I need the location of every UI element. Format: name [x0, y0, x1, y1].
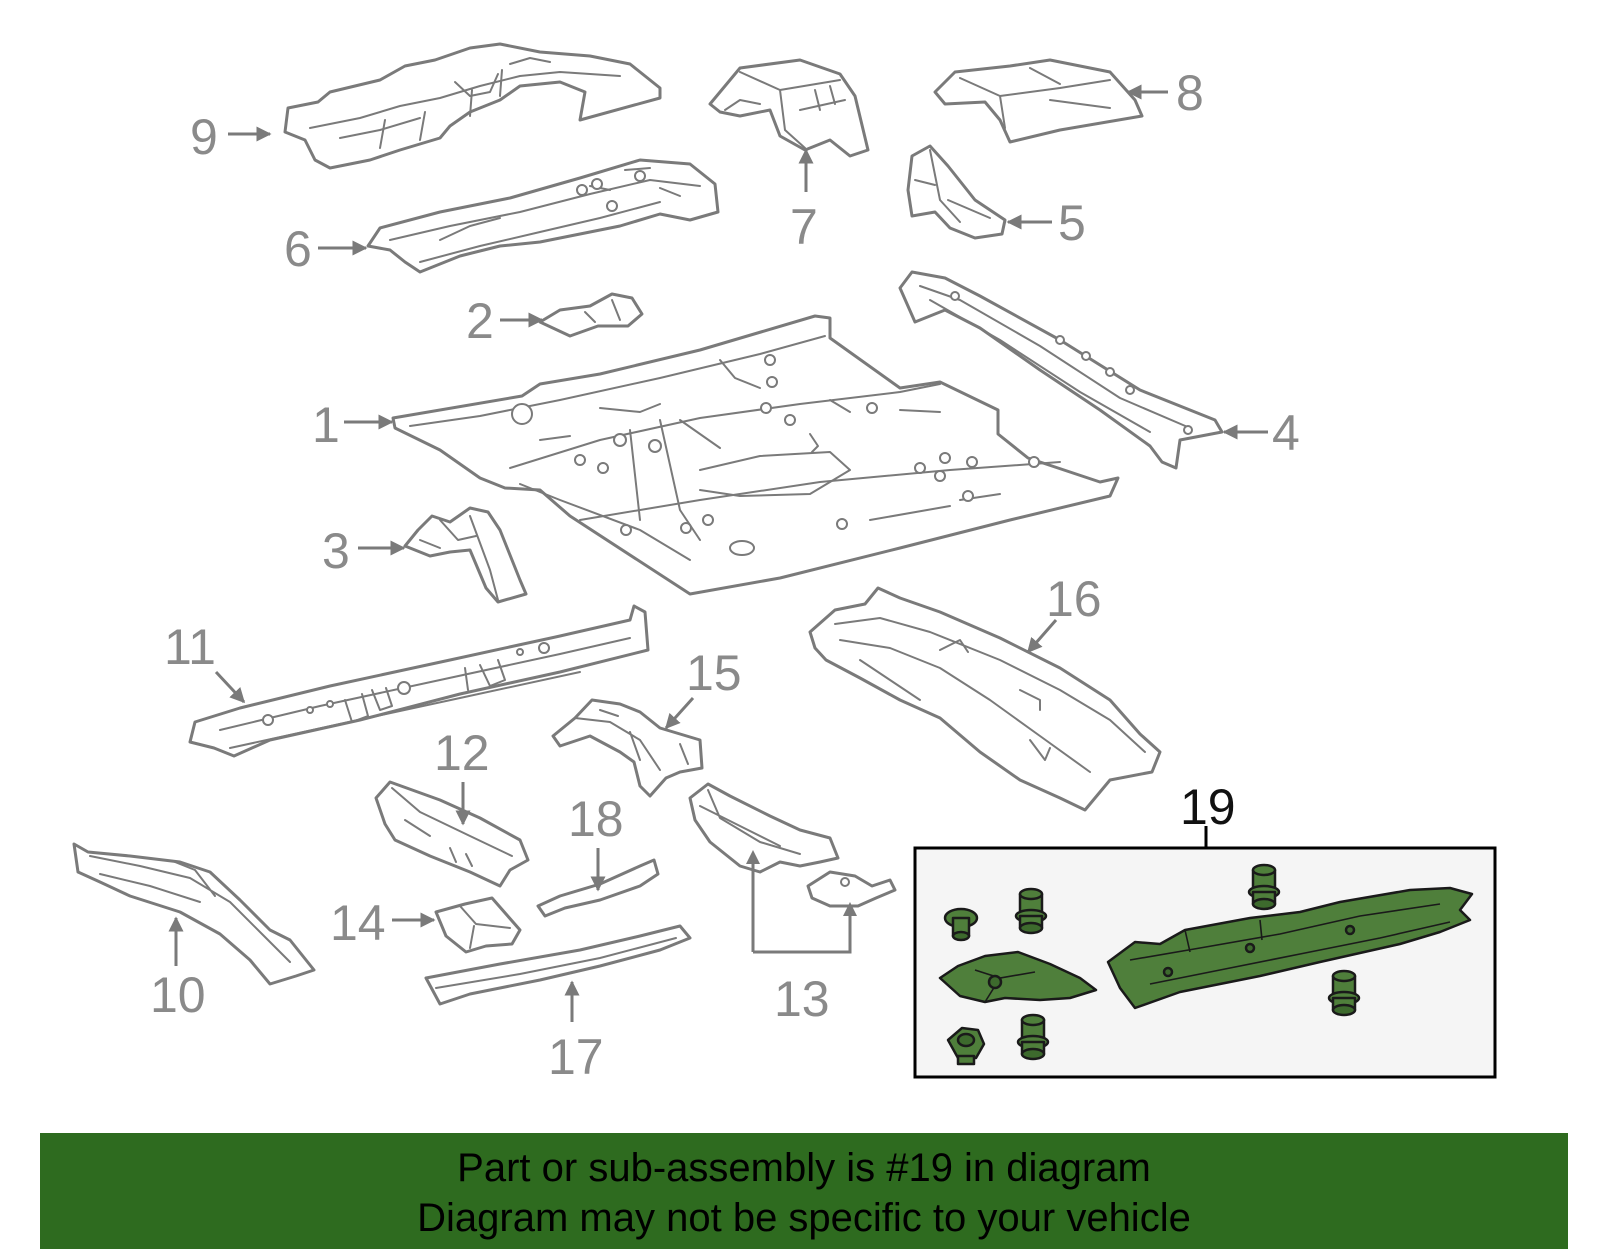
part-6-drawing — [366, 158, 720, 274]
part-8-drawing — [933, 58, 1144, 144]
callout-8: 8 — [1176, 65, 1204, 121]
clip-fastener — [943, 907, 979, 942]
plug-fastener — [1014, 887, 1048, 935]
callout-7: 7 — [790, 199, 818, 255]
callout-11: 11 — [164, 619, 216, 675]
callout-18: 18 — [568, 791, 624, 847]
part-4-drawing — [898, 270, 1224, 470]
part-17-drawing — [424, 924, 692, 1006]
info-banner: Part or sub-assembly is #19 in diagram D… — [40, 1133, 1568, 1249]
part-1-drawing — [391, 314, 1120, 596]
callout-labels: 9 7 8 5 6 2 1 4 3 16 11 15 12 18 14 10 1… — [150, 65, 1300, 1085]
callout-3: 3 — [322, 523, 350, 579]
nut-fastener — [946, 1026, 986, 1066]
callout-15: 15 — [686, 645, 742, 701]
plug-fastener — [1016, 1013, 1050, 1061]
banner-line-2: Diagram may not be specific to your vehi… — [417, 1196, 1191, 1240]
callout-5: 5 — [1058, 195, 1086, 251]
part-5-drawing — [906, 144, 1007, 240]
part-10-drawing — [72, 842, 316, 986]
part-2-drawing — [538, 292, 644, 338]
part-7-drawing — [708, 58, 870, 158]
callout-4: 4 — [1272, 405, 1300, 461]
callout-16: 16 — [1046, 571, 1102, 627]
plug-fastener — [1247, 863, 1281, 911]
part-15-drawing — [551, 698, 704, 798]
part-9-drawing — [283, 42, 662, 170]
callout-13: 13 — [774, 971, 830, 1027]
callout-19: 19 — [1180, 779, 1236, 835]
part-3-drawing — [403, 506, 528, 604]
leader-lines — [168, 84, 1268, 1022]
callout-2: 2 — [466, 293, 494, 349]
part-16-drawing — [808, 586, 1162, 812]
callout-6: 6 — [284, 221, 312, 277]
callout-10: 10 — [150, 967, 206, 1023]
callout-17: 17 — [548, 1029, 604, 1085]
part-12-drawing — [374, 780, 530, 888]
callout-14: 14 — [330, 895, 386, 951]
plug-fastener — [1327, 969, 1361, 1017]
part-14-drawing — [434, 896, 522, 954]
banner-line-1: Part or sub-assembly is #19 in diagram — [457, 1146, 1151, 1190]
part-11-drawing — [188, 604, 650, 758]
part-19-drawing — [938, 863, 1474, 1066]
callout-9: 9 — [190, 109, 218, 165]
part-13-drawing — [688, 782, 897, 908]
callout-1: 1 — [312, 397, 340, 453]
callout-12: 12 — [434, 725, 490, 781]
